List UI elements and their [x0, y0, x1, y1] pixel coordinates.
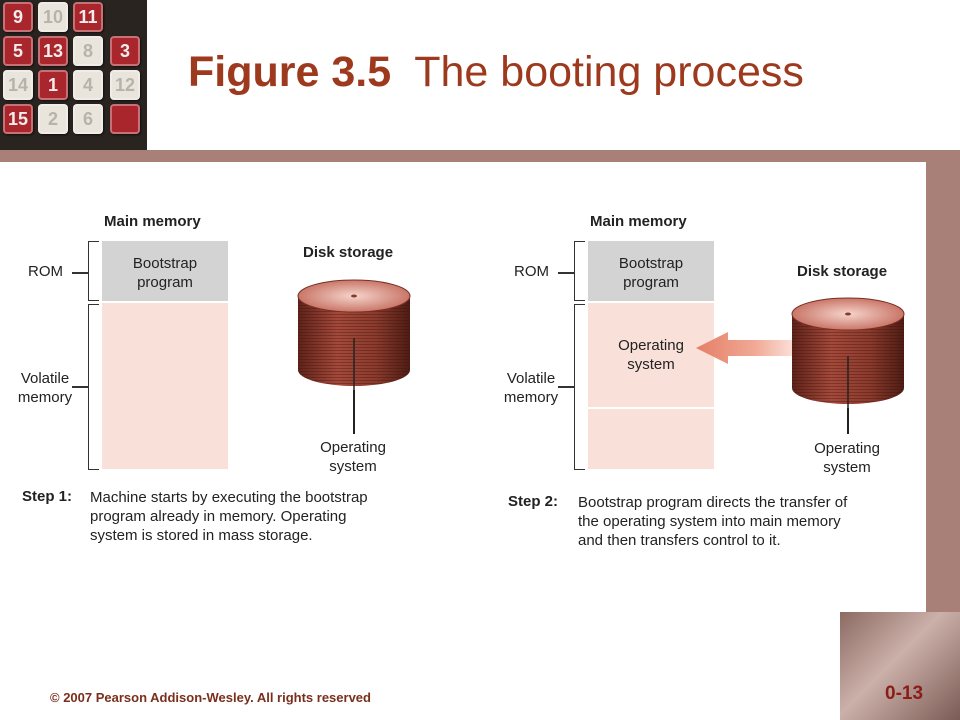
step1-os-label: Operating system [298, 438, 408, 476]
step2-rom-block [588, 241, 714, 301]
step1-caption: Machine starts by executing the bootstra… [90, 488, 450, 545]
step2-rom-bracket [574, 241, 585, 301]
logo-tile: 1 [38, 70, 68, 100]
step2-caption-line1: Bootstrap program directs the transfer o… [578, 494, 848, 511]
step1-main-memory-label: Main memory [104, 213, 201, 230]
slide-title: Figure 3.5 The booting process [188, 48, 804, 97]
step1-rom-block [102, 241, 228, 301]
step2-os-line1: Operating [814, 440, 880, 457]
step1-volatile-bracket [88, 304, 99, 470]
transfer-arrow-icon [696, 332, 794, 364]
step1-volatile-block [102, 303, 228, 469]
step2-bootstrap-label: Bootstrap program [588, 254, 714, 292]
logo-tile: 13 [38, 36, 68, 66]
step2-mem-os-label: Operating system [588, 336, 714, 374]
step2-bootstrap-line1: Bootstrap [618, 255, 684, 272]
step2-volatile-bracket [574, 304, 585, 470]
step2-disk-storage-label: Disk storage [797, 263, 888, 280]
step2-free-memory-block [588, 409, 714, 469]
logo-tile: 11 [73, 2, 103, 32]
copyright-notice: © 2007 Pearson Addison-Wesley. All right… [50, 690, 371, 705]
logo-tile: 4 [73, 70, 103, 100]
logo-tile: 6 [73, 104, 103, 134]
step1-volatile-line1: Volatile [20, 370, 70, 387]
step1-disk-leader [353, 390, 355, 434]
step2-os-label: Operating system [792, 439, 902, 477]
puzzle-logo: 9 10 11 5 13 8 3 14 1 4 12 15 2 6 [0, 0, 147, 150]
step2-os-in-memory-block [588, 303, 714, 407]
logo-tile: 8 [73, 36, 103, 66]
step2-volatile-line2: memory [503, 389, 559, 406]
step2-os-line2: system [823, 459, 871, 476]
step2-bootstrap-line2: program [623, 274, 679, 291]
logo-tile: 14 [3, 70, 33, 100]
decorative-keyboard-image [840, 612, 960, 720]
step1-bootstrap-label: Bootstrap program [102, 254, 228, 292]
step2-rom-label: ROM [514, 263, 549, 280]
step1-caption-line2: program already in memory. Operating [90, 508, 347, 525]
step2-caption: Bootstrap program directs the transfer o… [578, 493, 923, 550]
step1-disk-storage-label: Disk storage [303, 244, 394, 261]
step2-volatile-leader [558, 386, 574, 388]
step2-rom-leader [558, 272, 574, 274]
step1-rom-label: ROM [28, 263, 63, 280]
step1-caption-line1: Machine starts by executing the bootstra… [90, 489, 368, 506]
logo-tile-blank [110, 104, 140, 134]
logo-tile: 3 [110, 36, 140, 66]
step1-bootstrap-line2: program [137, 274, 193, 291]
step2-main-memory-label: Main memory [590, 213, 687, 230]
logo-tile: 10 [38, 2, 68, 32]
step1-caption-line3: system is stored in mass storage. [90, 527, 313, 544]
title-figure-number: Figure 3.5 [188, 48, 392, 96]
logo-tile: 9 [3, 2, 33, 32]
step2-volatile-label: Volatile memory [492, 369, 570, 407]
logo-tile: 5 [3, 36, 33, 66]
step2-caption-line3: and then transfers control to it. [578, 532, 781, 549]
step1-rom-leader [72, 272, 88, 274]
step1-os-line2: system [329, 458, 377, 475]
step1-rom-bracket [88, 241, 99, 301]
page-number: 0-13 [885, 683, 924, 704]
step1-volatile-leader [72, 386, 88, 388]
title-text: The booting process [414, 48, 804, 96]
logo-tile: 12 [110, 70, 140, 100]
step2-disk-icon [791, 297, 905, 408]
step1-volatile-line2: memory [17, 389, 73, 406]
step2-caption-line2: the operating system into main memory [578, 513, 841, 530]
logo-tile: 2 [38, 104, 68, 134]
step2-mem-os-line1: Operating [618, 337, 684, 354]
step2-mem-os-line2: system [627, 356, 675, 373]
step2-disk-leader [847, 408, 849, 434]
step1-os-line1: Operating [320, 439, 386, 456]
step1-bootstrap-line1: Bootstrap [132, 255, 198, 272]
step1-disk-icon [297, 279, 411, 390]
step1-volatile-label: Volatile memory [6, 369, 84, 407]
logo-tile: 15 [3, 104, 33, 134]
footer-strip [0, 612, 840, 720]
step2-step-label: Step 2: [508, 493, 559, 510]
step2-volatile-line1: Volatile [506, 370, 556, 387]
step1-step-label: Step 1: [22, 488, 73, 505]
